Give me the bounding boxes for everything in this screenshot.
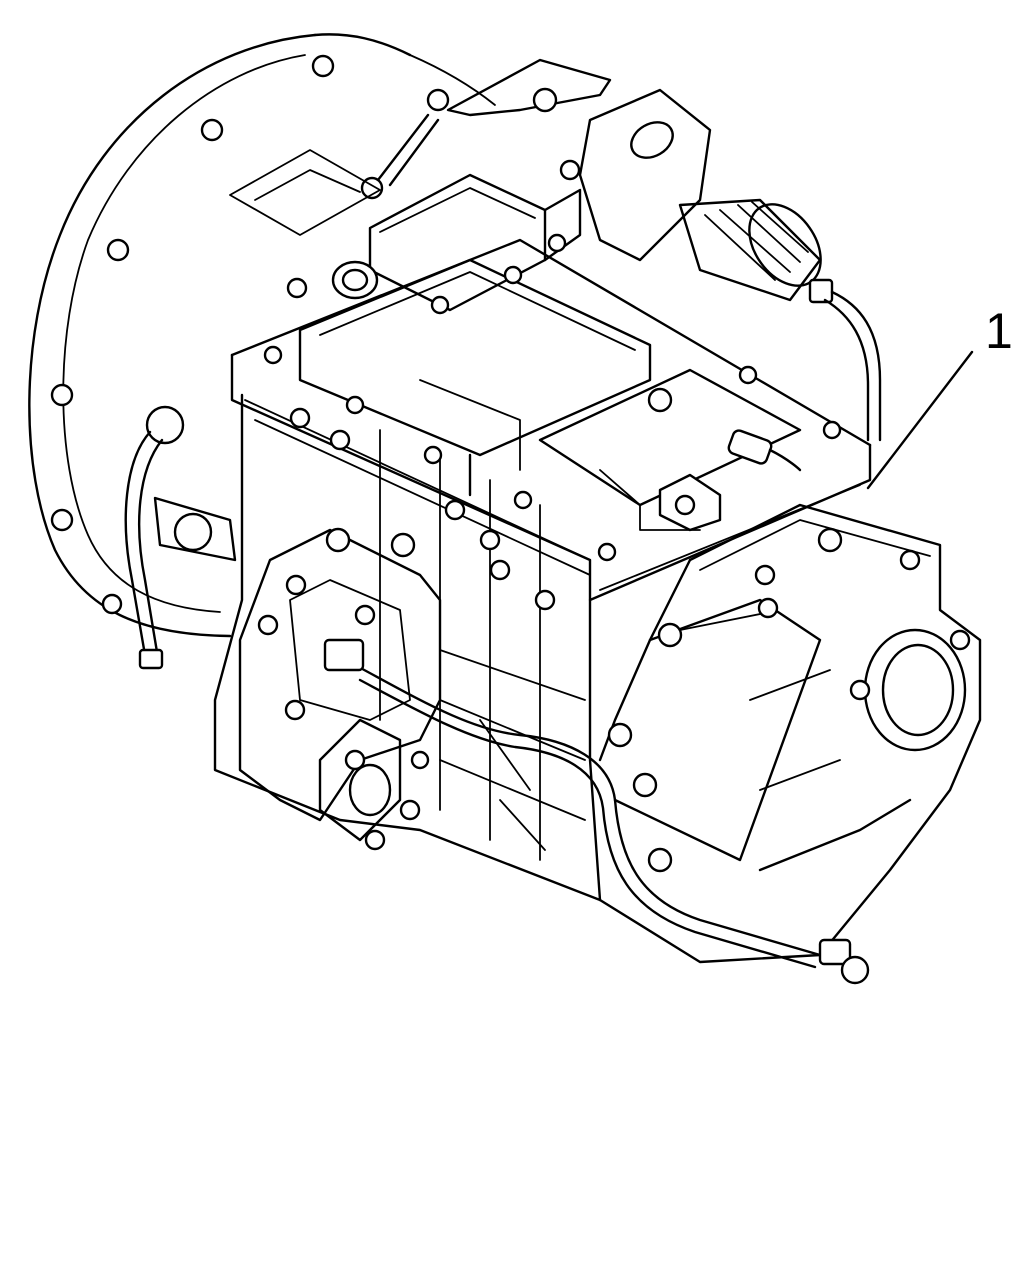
- callout-1: 1: [866, 303, 1013, 490]
- lower-pipe: [323, 638, 870, 985]
- pneumatic-cylinder: [532, 87, 822, 302]
- bell-housing-bolts: [50, 54, 335, 615]
- front-cover-plate: [238, 528, 442, 842]
- shift-tower: [331, 173, 582, 312]
- air-line-right: [727, 278, 882, 472]
- gearbox-main-case: [213, 238, 872, 964]
- callout-label: 1: [985, 303, 1013, 359]
- shift-linkage-rod: [229, 58, 612, 236]
- breather-pipe: [124, 405, 237, 670]
- clutch-bell-housing: [28, 33, 496, 638]
- rear-range-housing: [598, 503, 982, 957]
- output-flange: [817, 527, 971, 752]
- top-shift-cover: [298, 258, 802, 532]
- case-bolts: [257, 233, 842, 873]
